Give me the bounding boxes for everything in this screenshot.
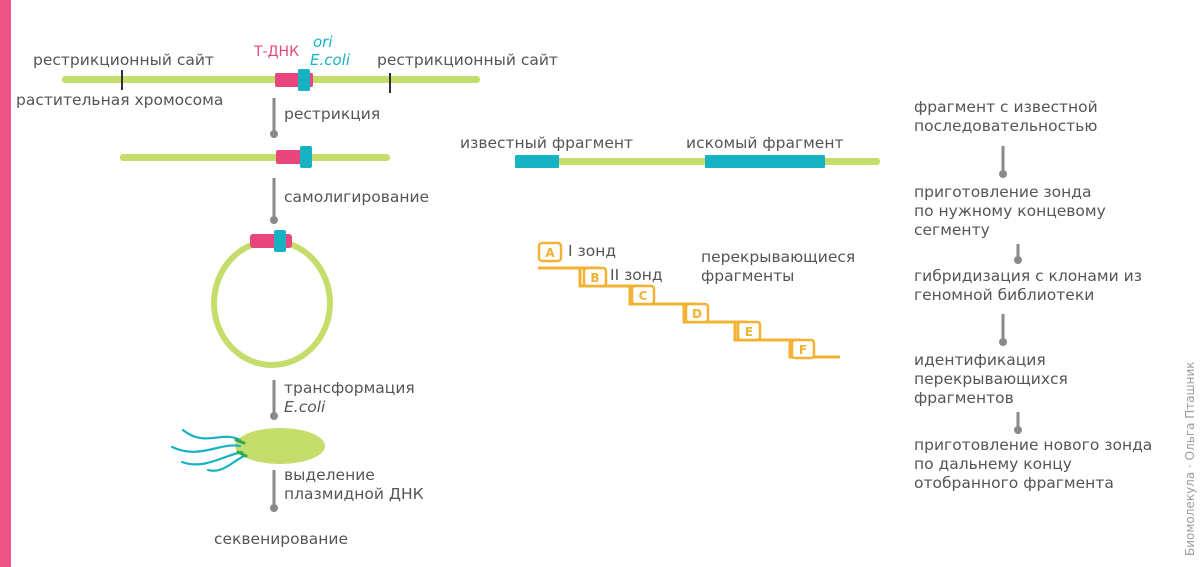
ori-ecoli-segment — [298, 69, 310, 91]
flow-step-3: гибридизация с клонами из геномной библи… — [914, 267, 1142, 304]
circular-plasmid — [211, 238, 333, 368]
fragment-box-b — [582, 266, 608, 288]
ecoli-bacterium — [235, 428, 325, 464]
overlap-fragment-b — [578, 268, 645, 288]
transformation-label: трансформация — [284, 379, 415, 397]
flow-arrows — [999, 146, 1022, 434]
ecoli-top-label: E.coli — [310, 51, 351, 69]
restricted-ori-segment — [300, 146, 312, 168]
overlap-fragment-e — [733, 322, 800, 342]
flow-step-4: идентификация перекрывающихся фрагментов — [914, 351, 1068, 407]
restriction-label: рестрикция — [284, 105, 381, 123]
overlapping-label-2: фрагменты — [701, 267, 795, 285]
credit-text: Биомолекула · Ольга Пташник — [1183, 361, 1197, 556]
t-dna-label: Т-ДНК — [254, 44, 300, 60]
restriction-site-label-left: рестрикционный сайт — [33, 51, 214, 69]
target-fragment-bar — [705, 155, 825, 168]
target-fragment-label: искомый фрагмент — [686, 134, 844, 152]
fragment-letter-a: A — [545, 246, 555, 260]
restriction-site-label-right: рестрикционный сайт — [377, 51, 558, 69]
overlap-fragment-c — [628, 286, 695, 306]
self-ligation-label: самолигирование — [284, 188, 430, 206]
fragment-letter-e: E — [745, 325, 753, 339]
plant-chromosome-line — [62, 76, 480, 83]
arrow-self-ligation-dot — [270, 216, 278, 224]
flow-step-2: приготовление зонда по нужному концевому… — [914, 183, 1106, 239]
ecoli-flagella — [170, 428, 246, 472]
plasmid-ori-segment — [274, 230, 286, 252]
fragment-letter-c: C — [639, 289, 648, 303]
arrow-transformation-dot — [270, 412, 278, 420]
overlap-fragment-d — [682, 304, 748, 324]
fragment-box-d — [684, 302, 710, 324]
fragment-box-f — [790, 338, 816, 360]
fragment-letter-d: D — [692, 307, 702, 321]
known-fragment-bar — [515, 155, 559, 168]
probe-2-label: II зонд — [610, 266, 663, 284]
fragment-box-e — [736, 320, 762, 342]
flow-step-5: приготовление нового зонда по дальнему к… — [914, 436, 1153, 492]
overlap-fragment-f — [788, 340, 840, 359]
flow-step-1: фрагмент с известной последовательностью — [914, 98, 1098, 135]
arrow-restriction-dot — [270, 130, 278, 138]
overlapping-label-1: перекрывающиеся — [701, 248, 856, 266]
fragment-letter-b: B — [590, 271, 599, 285]
known-fragment-label: известный фрагмент — [460, 134, 634, 152]
fragment-letter-f: F — [799, 343, 807, 357]
ori-label: ori — [313, 33, 333, 51]
plasmid-isolation-label-1: выделение — [284, 466, 375, 484]
sequencing-label: секвенирование — [214, 530, 348, 548]
plant-chromosome-label: растительная хромосома — [16, 91, 224, 109]
probe-1-label: I зонд — [568, 242, 617, 260]
fragment-box-a — [537, 241, 563, 263]
fragment-box-c — [630, 284, 656, 306]
plasmid-isolation-label-2: плазмидной ДНК — [284, 485, 424, 503]
left-accent-stripe — [0, 0, 11, 567]
transformation-ecoli-label: E.coli — [284, 398, 326, 416]
ecoli-flagella-base — [234, 438, 248, 458]
chromosome-walk-line — [515, 158, 880, 165]
arrow-plasmid-isolation-dot — [270, 504, 278, 512]
restricted-fragment-line — [120, 154, 390, 161]
